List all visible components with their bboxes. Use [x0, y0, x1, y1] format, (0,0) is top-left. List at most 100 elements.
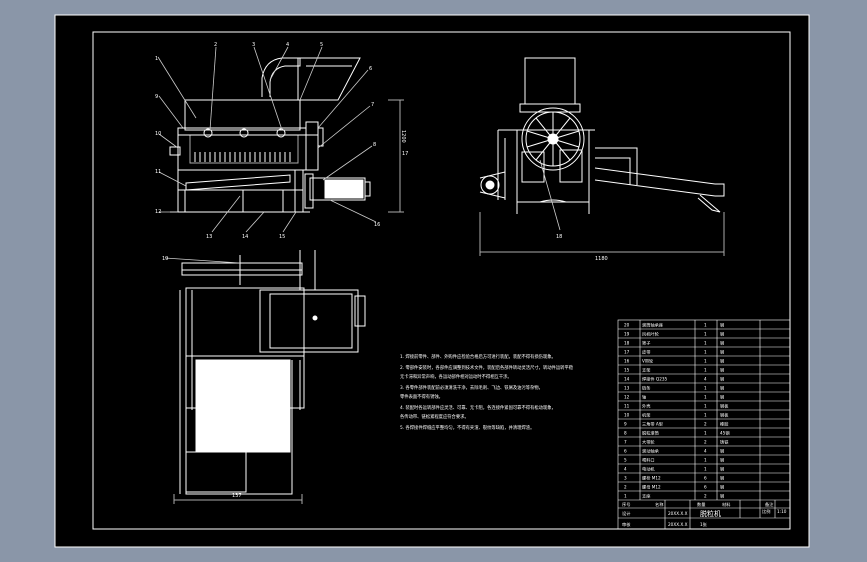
note-line: 1. 焊接前零件、部件、外购件应检验合格后方可进行装配，装配不得有损伤现象。: [400, 353, 556, 360]
bom-cell-mat: 钢: [720, 349, 724, 356]
bom-cell-name: 支座: [642, 493, 650, 500]
drawing-border: [92, 31, 791, 530]
bom-cell-no: 2: [624, 485, 627, 490]
bom-cell-name: 焊接件 Q235: [642, 376, 668, 383]
bom-cell-mat: 钢板: [720, 412, 729, 419]
bom-cell-qty: 4: [704, 449, 707, 454]
title-block-title: 脱粒机: [700, 509, 721, 518]
callout-1: 1: [155, 56, 158, 62]
bom-cell-name: 螺母 M12: [642, 484, 661, 491]
bom-cell-no: 17: [624, 350, 630, 355]
bom-cell-no: 16: [624, 359, 630, 364]
bom-cell-no: 1: [624, 494, 627, 499]
callout-19: 19: [162, 256, 168, 262]
bom-cell-mat: 铸铁: [720, 439, 729, 446]
bom-cell-mat: 钢: [720, 466, 724, 473]
bom-cell-qty: 2: [704, 494, 707, 499]
bom-cell-mat: 钢: [720, 457, 724, 464]
bom-cell-qty: 1: [704, 341, 707, 346]
bom-cell-no: 14: [624, 377, 630, 382]
bom-cell-name: 筛子: [642, 340, 650, 347]
bom-cell-qty: 1: [704, 359, 707, 364]
callout-18: 18: [556, 234, 562, 240]
bom-cell-no: 7: [624, 440, 627, 445]
technical-notes: 1. 焊接前零件、部件、外购件应检验合格后方可进行装配，装配不得有损伤现象。 2…: [400, 353, 574, 431]
bom-cell-mat: 钢: [720, 322, 724, 329]
bom-cell-name: 外壳: [642, 403, 651, 410]
bom-cell-name: 链条: [642, 385, 651, 392]
bom-header-qty: 数量: [697, 501, 705, 508]
title-block-scale-label: 比例: [762, 508, 770, 515]
dim-plan-width: 137: [232, 493, 242, 499]
note-line: 各传动带、链松紧程度应符合要求。: [400, 413, 469, 420]
callout-9: 9: [155, 94, 158, 100]
bom-header-no: 序号: [622, 501, 630, 508]
bom-cell-no: 20: [624, 323, 630, 328]
dim-side-width: 1180: [595, 256, 608, 262]
bom-cell-name: V带轮: [642, 358, 654, 365]
bom-cell-no: 6: [624, 449, 627, 454]
bom-cell-mat: 钢: [720, 475, 724, 482]
bom-cell-mat: 45钢: [720, 430, 730, 437]
bom-cell-name: 皮带: [642, 349, 650, 356]
bom-cell-qty: 4: [704, 377, 707, 382]
bom-cell-no: 19: [624, 332, 630, 337]
bom-cell-mat: 钢: [720, 448, 724, 455]
bom-cell-name: 支架: [642, 367, 650, 374]
side-view: [479, 57, 725, 256]
title-block-date2: 20XX.X.X: [668, 522, 688, 527]
bom-cell-no: 4: [624, 467, 627, 472]
callout-17: 17: [402, 151, 408, 157]
bom-cell-qty: 1: [704, 458, 707, 463]
bom-cell-mat: 钢: [720, 340, 724, 347]
title-block-checker-label: 审核: [622, 521, 631, 528]
bom-cell-qty: 6: [704, 485, 707, 490]
bill-of-materials: [617, 319, 791, 530]
callout-8: 8: [373, 142, 376, 148]
dim-front-height: 1200: [400, 130, 406, 143]
bom-cell-no: 5: [624, 458, 627, 463]
bom-cell-name: 三角带 A型: [642, 421, 663, 428]
bom-cell-name: 轴: [642, 394, 646, 401]
bom-cell-no: 13: [624, 386, 630, 391]
bom-cell-no: 12: [624, 395, 630, 400]
callout-15: 15: [279, 234, 285, 240]
bom-cell-qty: 1: [704, 323, 707, 328]
bom-cell-mat: 钢: [720, 358, 724, 365]
bom-cell-qty: 1: [704, 467, 707, 472]
callout-10: 10: [155, 131, 161, 137]
drum-teeth: [194, 152, 291, 162]
callout-11: 11: [155, 169, 161, 175]
bom-header-mat: 材料: [722, 501, 731, 508]
callout-labels: 1 2 3 4 5 6 7 8 9 10 11 12 13 14 15 16 1…: [155, 42, 608, 499]
callout-13: 13: [206, 234, 212, 240]
bom-cell-qty: 1: [704, 395, 707, 400]
bom-cell-mat: 钢: [720, 394, 724, 401]
bom-cell-mat: 钢: [720, 385, 724, 392]
callout-7: 7: [371, 102, 374, 108]
bom-cell-no: 8: [624, 431, 627, 436]
bom-cell-qty: 1: [704, 332, 707, 337]
title-block-sheet: 1张: [700, 521, 708, 528]
note-line: 3. 各零件部件装配前必须清洗干净，去除毛刺、飞边、铁屑及油污等杂物，: [400, 384, 543, 391]
bom-cell-qty: 2: [704, 440, 707, 445]
bom-cell-no: 15: [624, 368, 630, 373]
note-line: 4. 装配时各运转部件应灵活、可靠、无卡阻，各连接件紧固可靠不得有松动现象，: [400, 404, 556, 411]
bom-cell-mat: 橡胶: [720, 421, 728, 428]
bom-cell-name: 喂料口: [642, 457, 655, 464]
bom-cell-qty: 6: [704, 476, 707, 481]
bom-cell-no: 10: [624, 413, 630, 418]
bom-cell-no: 11: [624, 404, 630, 409]
bom-cell-mat: 钢: [720, 484, 724, 491]
bom-cell-name: 电动机: [642, 466, 655, 473]
callout-14: 14: [242, 234, 248, 240]
note-line: 无卡滞和异常声响，各运动部件相对运动时不得相互干涉。: [400, 373, 512, 380]
bom-header-name: 名称: [655, 501, 663, 508]
bom-cell-no: 3: [624, 476, 627, 481]
bom-cell-name: 脱粒滚筒: [642, 430, 659, 437]
fan-wheel: [521, 107, 585, 171]
bom-cell-qty: 1: [704, 350, 707, 355]
bom-cell-no: 9: [624, 422, 627, 427]
bom-cell-mat: 钢: [720, 367, 724, 374]
bom-cell-mat: 钢: [720, 376, 724, 383]
